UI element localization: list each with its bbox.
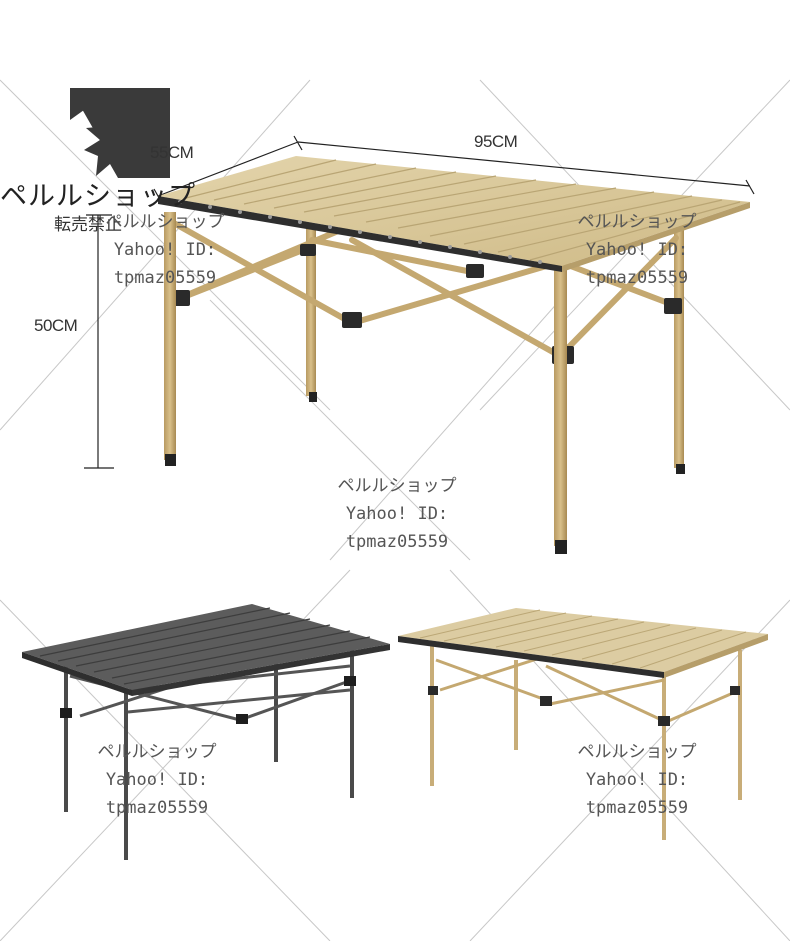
height-dimension-label: 50CM [34, 316, 78, 335]
shop-subtitle-overlay: 転売禁止 [54, 215, 122, 235]
shop-name-overlay: ペルルショップ [0, 181, 196, 212]
width-dimension-label: 95CM [474, 132, 518, 151]
depth-dimension-label: 55CM [150, 143, 194, 162]
